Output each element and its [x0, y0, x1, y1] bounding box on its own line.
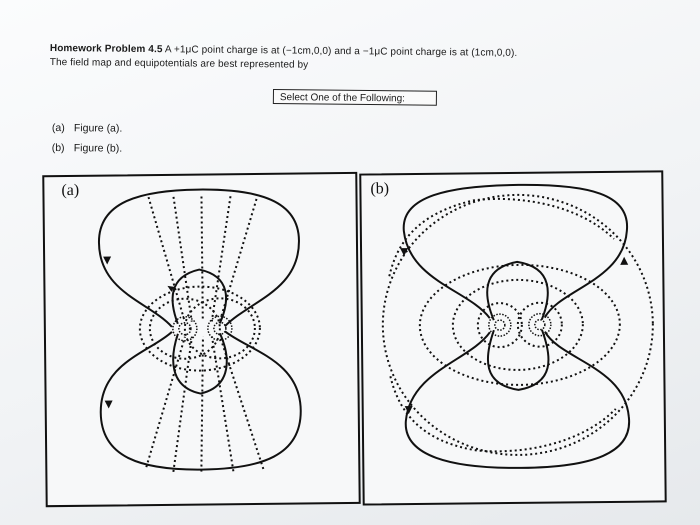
- answer-options: (a) Figure (a). (b) Figure (b).: [52, 118, 123, 159]
- figure-b-charges: [488, 312, 552, 337]
- option-b[interactable]: (b) Figure (b).: [52, 138, 123, 159]
- figure-a-label: (a): [61, 182, 79, 199]
- problem-heading: Homework Problem 4.5 A +1μC point charge…: [50, 42, 690, 77]
- option-a-label: (a): [51, 121, 65, 135]
- option-b-label: (b): [51, 141, 65, 155]
- figure-b-field-lines: [402, 183, 631, 469]
- figure-b-equipotentials: [381, 193, 654, 456]
- figure-a-arrows: [103, 256, 175, 409]
- problem-question: The field map and equipotentials are bes…: [49, 56, 309, 71]
- figure-b-frame: [359, 170, 667, 506]
- figure-a-equipotentials: [138, 196, 265, 472]
- figure-a-frame: [42, 171, 361, 508]
- figure-b-label: (b): [370, 180, 389, 197]
- option-a-text: Figure (a).: [73, 122, 123, 135]
- problem-title: Homework Problem 4.5: [49, 42, 163, 56]
- figure-b-arrows: [400, 248, 629, 415]
- figure-a[interactable]: (a): [42, 171, 361, 508]
- select-prompt: Select One of the Following:: [272, 89, 437, 106]
- option-b-text: Figure (b).: [73, 142, 123, 155]
- option-a[interactable]: (a) Figure (a).: [52, 118, 123, 139]
- figure-b[interactable]: (b): [359, 170, 667, 506]
- problem-statement: A +1μC point charge is at (−1cm,0,0) and…: [162, 44, 518, 59]
- figure-a-charges: [172, 315, 233, 342]
